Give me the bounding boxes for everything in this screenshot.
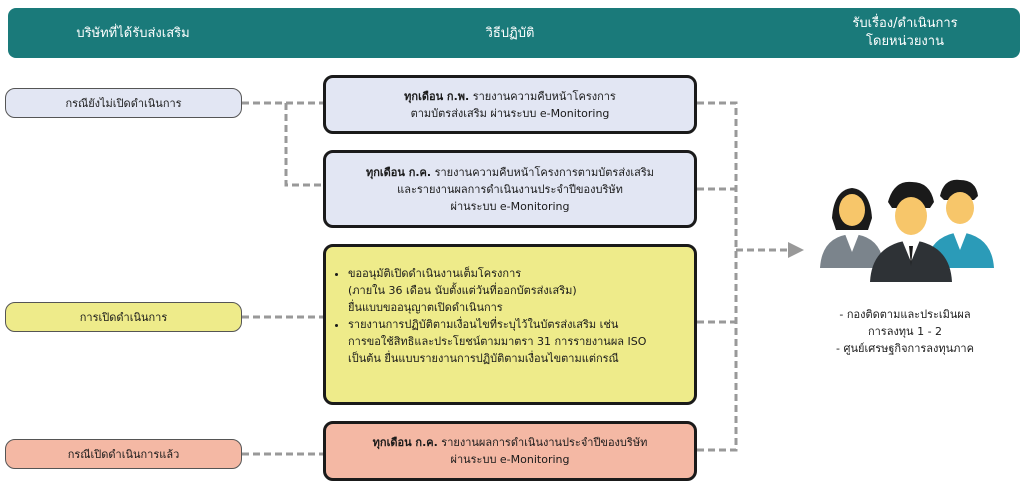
agency-info: - กองติดตามและประเมินผล การลงทุน 1 - 2 -… bbox=[795, 306, 1015, 357]
box1-bold: ทุกเดือน ก.พ. bbox=[404, 89, 470, 103]
header-agency-line2: โดยหน่วยงาน bbox=[866, 34, 944, 49]
header-company: บริษัทที่ได้รับส่งเสริม bbox=[76, 26, 190, 41]
box2-text1: รายงานความคืบหน้าโครงการตามบัตรส่งเสริม bbox=[431, 165, 655, 179]
item1-line2: (ภายใน 36 เดือน นับตั้งแต่วันที่ออกบัตรส… bbox=[348, 284, 577, 297]
agency-line1: - กองติดตามและประเมินผล bbox=[839, 308, 971, 321]
box1-line2: ตามบัตรส่งเสริม ผ่านระบบ e-Monitoring bbox=[410, 106, 610, 120]
case-opening-label: การเปิดดำเนินการ bbox=[79, 311, 168, 324]
case-opened: กรณีเปิดดำเนินการแล้ว bbox=[5, 439, 242, 469]
agency-line3: - ศูนย์เศรษฐกิจการลงทุนภาค bbox=[836, 342, 974, 355]
procedure-box-feb: ทุกเดือน ก.พ. รายงานความคืบหน้าโครงการ ต… bbox=[323, 75, 697, 134]
box4-line2: ผ่านระบบ e-Monitoring bbox=[450, 453, 570, 466]
box2-line2: และรายงานผลการดำเนินงานประจำปีของบริษัท bbox=[397, 182, 623, 196]
box4-line1: ทุกเดือน ก.ค. รายงานผลการดำเนินงานประจำป… bbox=[373, 434, 648, 451]
header-procedure: วิธีปฏิบัติ bbox=[485, 26, 535, 41]
header-bar bbox=[8, 8, 1020, 58]
item2-line2: การขอใช้สิทธิและประโยชน์ตามมาตรา 31 การร… bbox=[348, 335, 647, 348]
procedure-box-annual: ทุกเดือน ก.ค. รายงานผลการดำเนินงานประจำป… bbox=[323, 421, 697, 481]
case-opened-label: กรณีเปิดดำเนินการแล้ว bbox=[67, 448, 180, 461]
procedure-box-jul: ทุกเดือน ก.ค. รายงานความคืบหน้าโครงการตา… bbox=[323, 150, 697, 228]
item1-line1: ขออนุมัติเปิดดำเนินงานเต็มโครงการ bbox=[348, 267, 522, 280]
case-opening: การเปิดดำเนินการ bbox=[5, 302, 242, 332]
box4-text1: รายงานผลการดำเนินงานประจำปีของบริษัท bbox=[437, 436, 648, 449]
item1-line3: ยื่นแบบขออนุญาตเปิดดำเนินการ bbox=[348, 301, 503, 314]
box4-bold: ทุกเดือน ก.ค. bbox=[372, 436, 438, 449]
people-group-icon bbox=[820, 179, 994, 282]
procedure-box-opening: ขออนุมัติเปิดดำเนินงานเต็มโครงการ (ภายใน… bbox=[323, 244, 697, 405]
case-not-opened-label: กรณียังไม่เปิดดำเนินการ bbox=[65, 97, 182, 110]
arrow-head-icon bbox=[788, 242, 804, 258]
box2-bold: ทุกเดือน ก.ค. bbox=[365, 165, 432, 179]
box1-text1: รายงานความคืบหน้าโครงการ bbox=[469, 89, 616, 103]
case-not-opened: กรณียังไม่เปิดดำเนินการ bbox=[5, 88, 242, 118]
box2-line1: ทุกเดือน ก.ค. รายงานความคืบหน้าโครงการตา… bbox=[366, 164, 654, 181]
connector-right-merge bbox=[697, 101, 738, 452]
opening-item-approval: ขออนุมัติเปิดดำเนินงานเต็มโครงการ (ภายใน… bbox=[348, 265, 684, 316]
header-agency-line1: รับเรื่อง/ดำเนินการ bbox=[852, 16, 958, 31]
agency-line2: การลงทุน 1 - 2 bbox=[867, 325, 943, 338]
box1-line1: ทุกเดือน ก.พ. รายงานความคืบหน้าโครงการ bbox=[404, 88, 616, 105]
connector-case1-to-box2 bbox=[284, 103, 323, 187]
item2-line1: รายงานการปฏิบัติตามเงื่อนไขที่ระบุไว้ในบ… bbox=[348, 318, 619, 331]
item2-line3: เป็นต้น ยื่นแบบรายงานการปฏิบัติตามเงื่อน… bbox=[348, 352, 619, 365]
box2-line3: ผ่านระบบ e-Monitoring bbox=[450, 199, 570, 213]
header-agency: รับเรื่อง/ดำเนินการ โดยหน่วยงาน bbox=[790, 15, 1020, 51]
opening-item-report: รายงานการปฏิบัติตามเงื่อนไขที่ระบุไว้ในบ… bbox=[348, 316, 684, 367]
opening-list: ขออนุมัติเปิดดำเนินงานเต็มโครงการ (ภายใน… bbox=[330, 265, 684, 367]
